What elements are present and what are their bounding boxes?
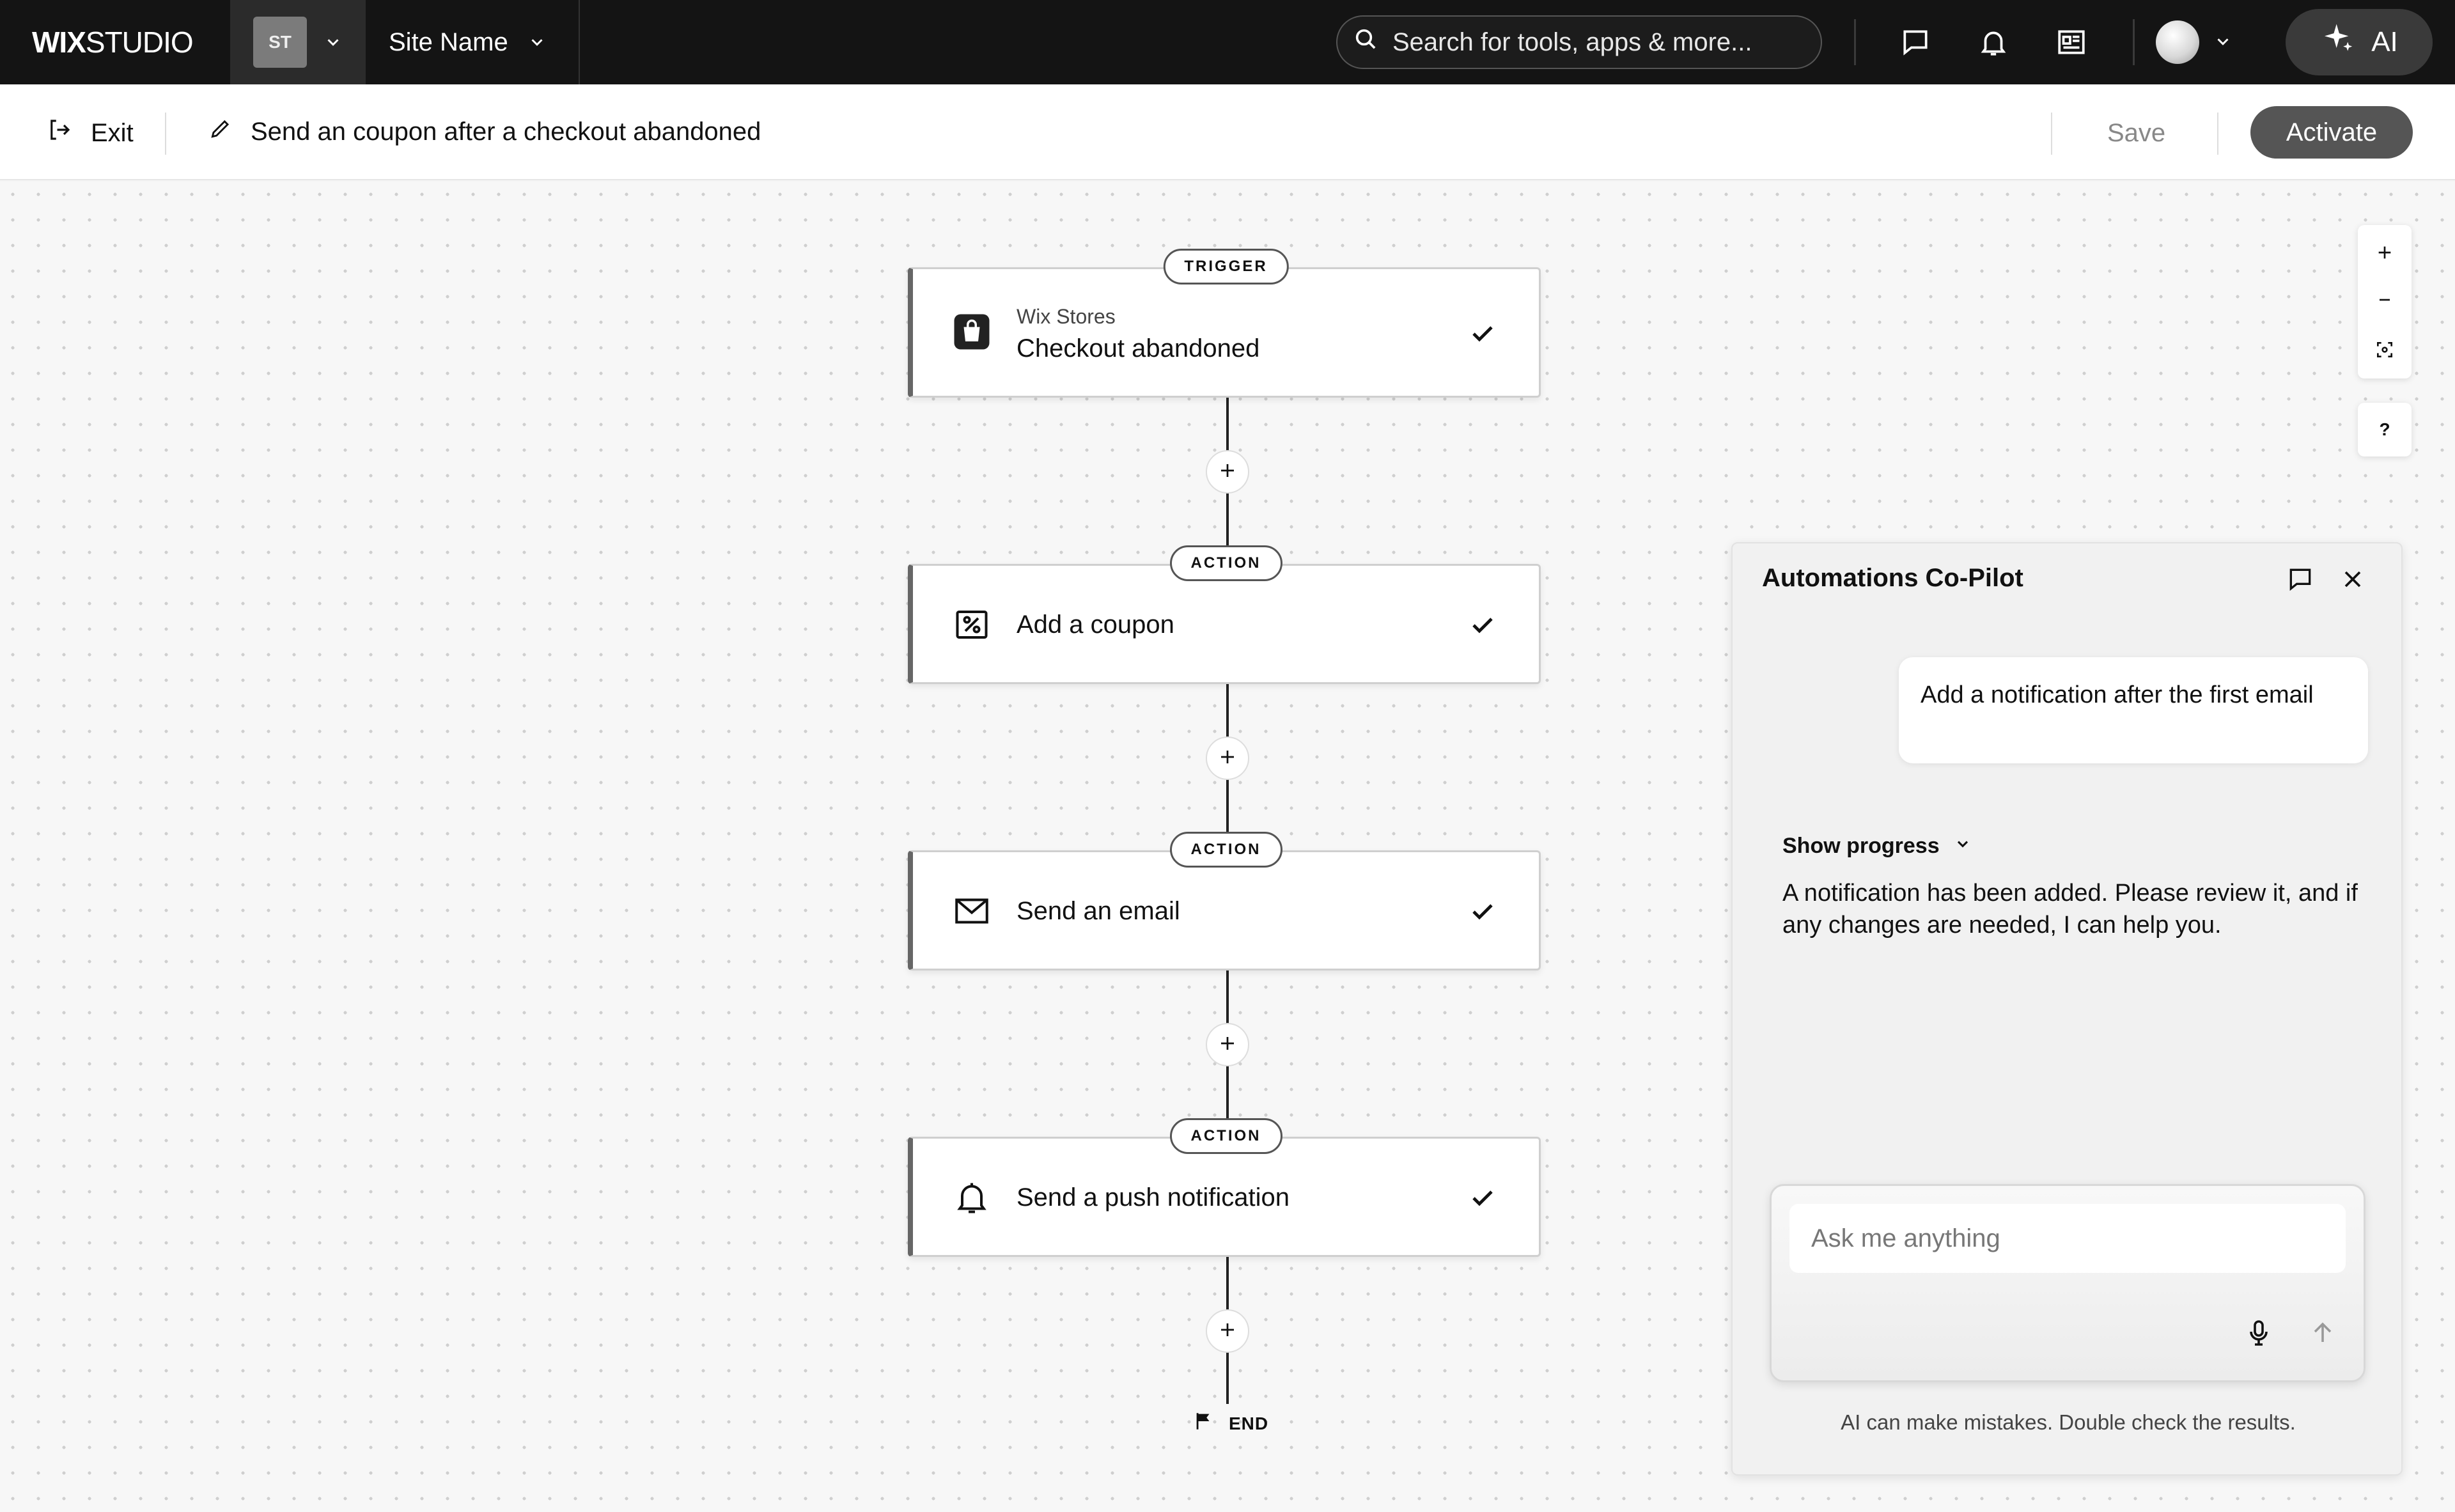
plus-icon bbox=[2374, 242, 2395, 266]
dashboard-icon[interactable] bbox=[2054, 24, 2089, 60]
automation-title[interactable]: Send an coupon after a checkout abandone… bbox=[208, 116, 761, 147]
checkmark-icon bbox=[1467, 318, 1498, 348]
plus-icon bbox=[1218, 1034, 1237, 1056]
add-step-button[interactable] bbox=[1206, 450, 1249, 494]
trigger-app-name: Wix Stores bbox=[1017, 305, 1116, 328]
bell-icon[interactable] bbox=[1976, 24, 2011, 60]
shopping-bag-icon bbox=[951, 311, 992, 352]
coupon-icon bbox=[951, 604, 992, 645]
save-button[interactable]: Save bbox=[2107, 119, 2166, 147]
search-bar[interactable]: Search for tools, apps & more... bbox=[1336, 15, 1822, 69]
site-name-menu[interactable]: Site Name bbox=[366, 0, 580, 84]
microphone-icon[interactable] bbox=[2243, 1318, 2277, 1351]
ai-disclaimer: AI can make mistakes. Double check the r… bbox=[1841, 1410, 2296, 1434]
add-step-button[interactable] bbox=[1206, 1309, 1249, 1353]
site-badge: ST bbox=[253, 17, 307, 68]
zoom-out-button[interactable] bbox=[2358, 277, 2412, 325]
header-divider bbox=[2051, 113, 2052, 155]
user-message: Add a notification after the first email bbox=[1899, 657, 2368, 763]
logo-rest-text: STUDIO bbox=[85, 26, 194, 59]
chevron-down-icon[interactable] bbox=[2213, 32, 2233, 51]
pencil-icon bbox=[208, 116, 233, 147]
add-step-button[interactable] bbox=[1206, 737, 1249, 780]
envelope-icon bbox=[951, 891, 992, 931]
add-step-button[interactable] bbox=[1206, 1023, 1249, 1066]
toolbar-divider bbox=[1854, 19, 1856, 65]
avatar[interactable] bbox=[2156, 20, 2199, 64]
fit-to-screen-button[interactable] bbox=[2358, 327, 2412, 375]
automation-header: Exit Send an coupon after a checkout aba… bbox=[0, 84, 2455, 180]
copilot-title: Automations Co-Pilot bbox=[1762, 564, 2023, 592]
messages-icon[interactable] bbox=[1898, 24, 1933, 60]
toolbar-divider bbox=[2133, 19, 2135, 65]
action-node-send-email[interactable]: ACTION Send an email bbox=[908, 832, 1541, 970]
search-icon bbox=[1353, 26, 1378, 58]
checkmark-icon bbox=[1467, 896, 1498, 926]
action-label: Send a push notification bbox=[1017, 1183, 1290, 1212]
bell-icon bbox=[951, 1177, 992, 1218]
chevron-down-icon bbox=[323, 33, 343, 52]
exit-icon bbox=[46, 116, 73, 150]
show-progress-label: Show progress bbox=[1782, 834, 1940, 858]
ai-reply-message: A notification has been added. Please re… bbox=[1782, 880, 2358, 939]
show-progress-toggle[interactable]: Show progress bbox=[1782, 834, 1972, 859]
logo-bold-text: WIX bbox=[32, 26, 86, 59]
flow-end: END bbox=[1193, 1410, 1268, 1437]
zoom-controls bbox=[2358, 225, 2412, 378]
chevron-down-icon bbox=[527, 33, 547, 52]
node-tag: ACTION bbox=[1169, 1118, 1282, 1154]
header-divider bbox=[2217, 113, 2218, 155]
action-node-push-notification[interactable]: ACTION Send a push notification bbox=[908, 1118, 1541, 1257]
zoom-in-button[interactable] bbox=[2358, 230, 2412, 277]
checkmark-icon bbox=[1467, 609, 1498, 640]
end-label: END bbox=[1229, 1413, 1269, 1433]
search-placeholder: Search for tools, apps & more... bbox=[1392, 27, 1752, 56]
plus-icon bbox=[1218, 461, 1237, 483]
exit-label: Exit bbox=[91, 118, 134, 147]
sparkle-icon bbox=[2320, 21, 2356, 64]
help-button[interactable]: ? bbox=[2358, 403, 2412, 456]
automation-title-text: Send an coupon after a checkout abandone… bbox=[251, 117, 761, 146]
action-node-add-coupon[interactable]: ACTION Add a coupon bbox=[908, 545, 1541, 684]
close-icon[interactable] bbox=[2339, 565, 2369, 596]
activate-button[interactable]: Activate bbox=[2250, 106, 2413, 159]
action-label: Send an email bbox=[1017, 897, 1180, 925]
ai-button-label: AI bbox=[2371, 26, 2398, 58]
minus-icon bbox=[2374, 290, 2395, 313]
flag-icon bbox=[1193, 1410, 1215, 1437]
exit-button[interactable]: Exit bbox=[46, 116, 134, 150]
send-arrow-icon[interactable] bbox=[2307, 1318, 2341, 1351]
ai-button[interactable]: AI bbox=[2286, 9, 2433, 75]
copilot-panel: Automations Co-Pilot Add a notification … bbox=[1731, 542, 2403, 1476]
chat-composer bbox=[1770, 1184, 2365, 1382]
focus-icon bbox=[2374, 339, 2395, 363]
action-label: Add a coupon bbox=[1017, 611, 1174, 639]
trigger-label: Checkout abandoned bbox=[1017, 334, 1260, 362]
chat-history-icon[interactable] bbox=[2286, 565, 2317, 596]
header-divider bbox=[165, 113, 166, 155]
chevron-down-icon bbox=[1954, 834, 1972, 859]
ask-input[interactable] bbox=[1789, 1204, 2346, 1273]
plus-icon bbox=[1218, 1320, 1237, 1343]
node-tag: TRIGGER bbox=[1163, 249, 1289, 284]
node-tag: ACTION bbox=[1169, 832, 1282, 868]
site-name-label: Site Name bbox=[389, 27, 508, 56]
site-switcher[interactable]: ST bbox=[230, 0, 366, 84]
plus-icon bbox=[1218, 747, 1237, 770]
checkmark-icon bbox=[1467, 1182, 1498, 1213]
node-tag: ACTION bbox=[1169, 545, 1282, 581]
trigger-node[interactable]: TRIGGER Wix Stores Checkout abandoned bbox=[908, 249, 1541, 398]
